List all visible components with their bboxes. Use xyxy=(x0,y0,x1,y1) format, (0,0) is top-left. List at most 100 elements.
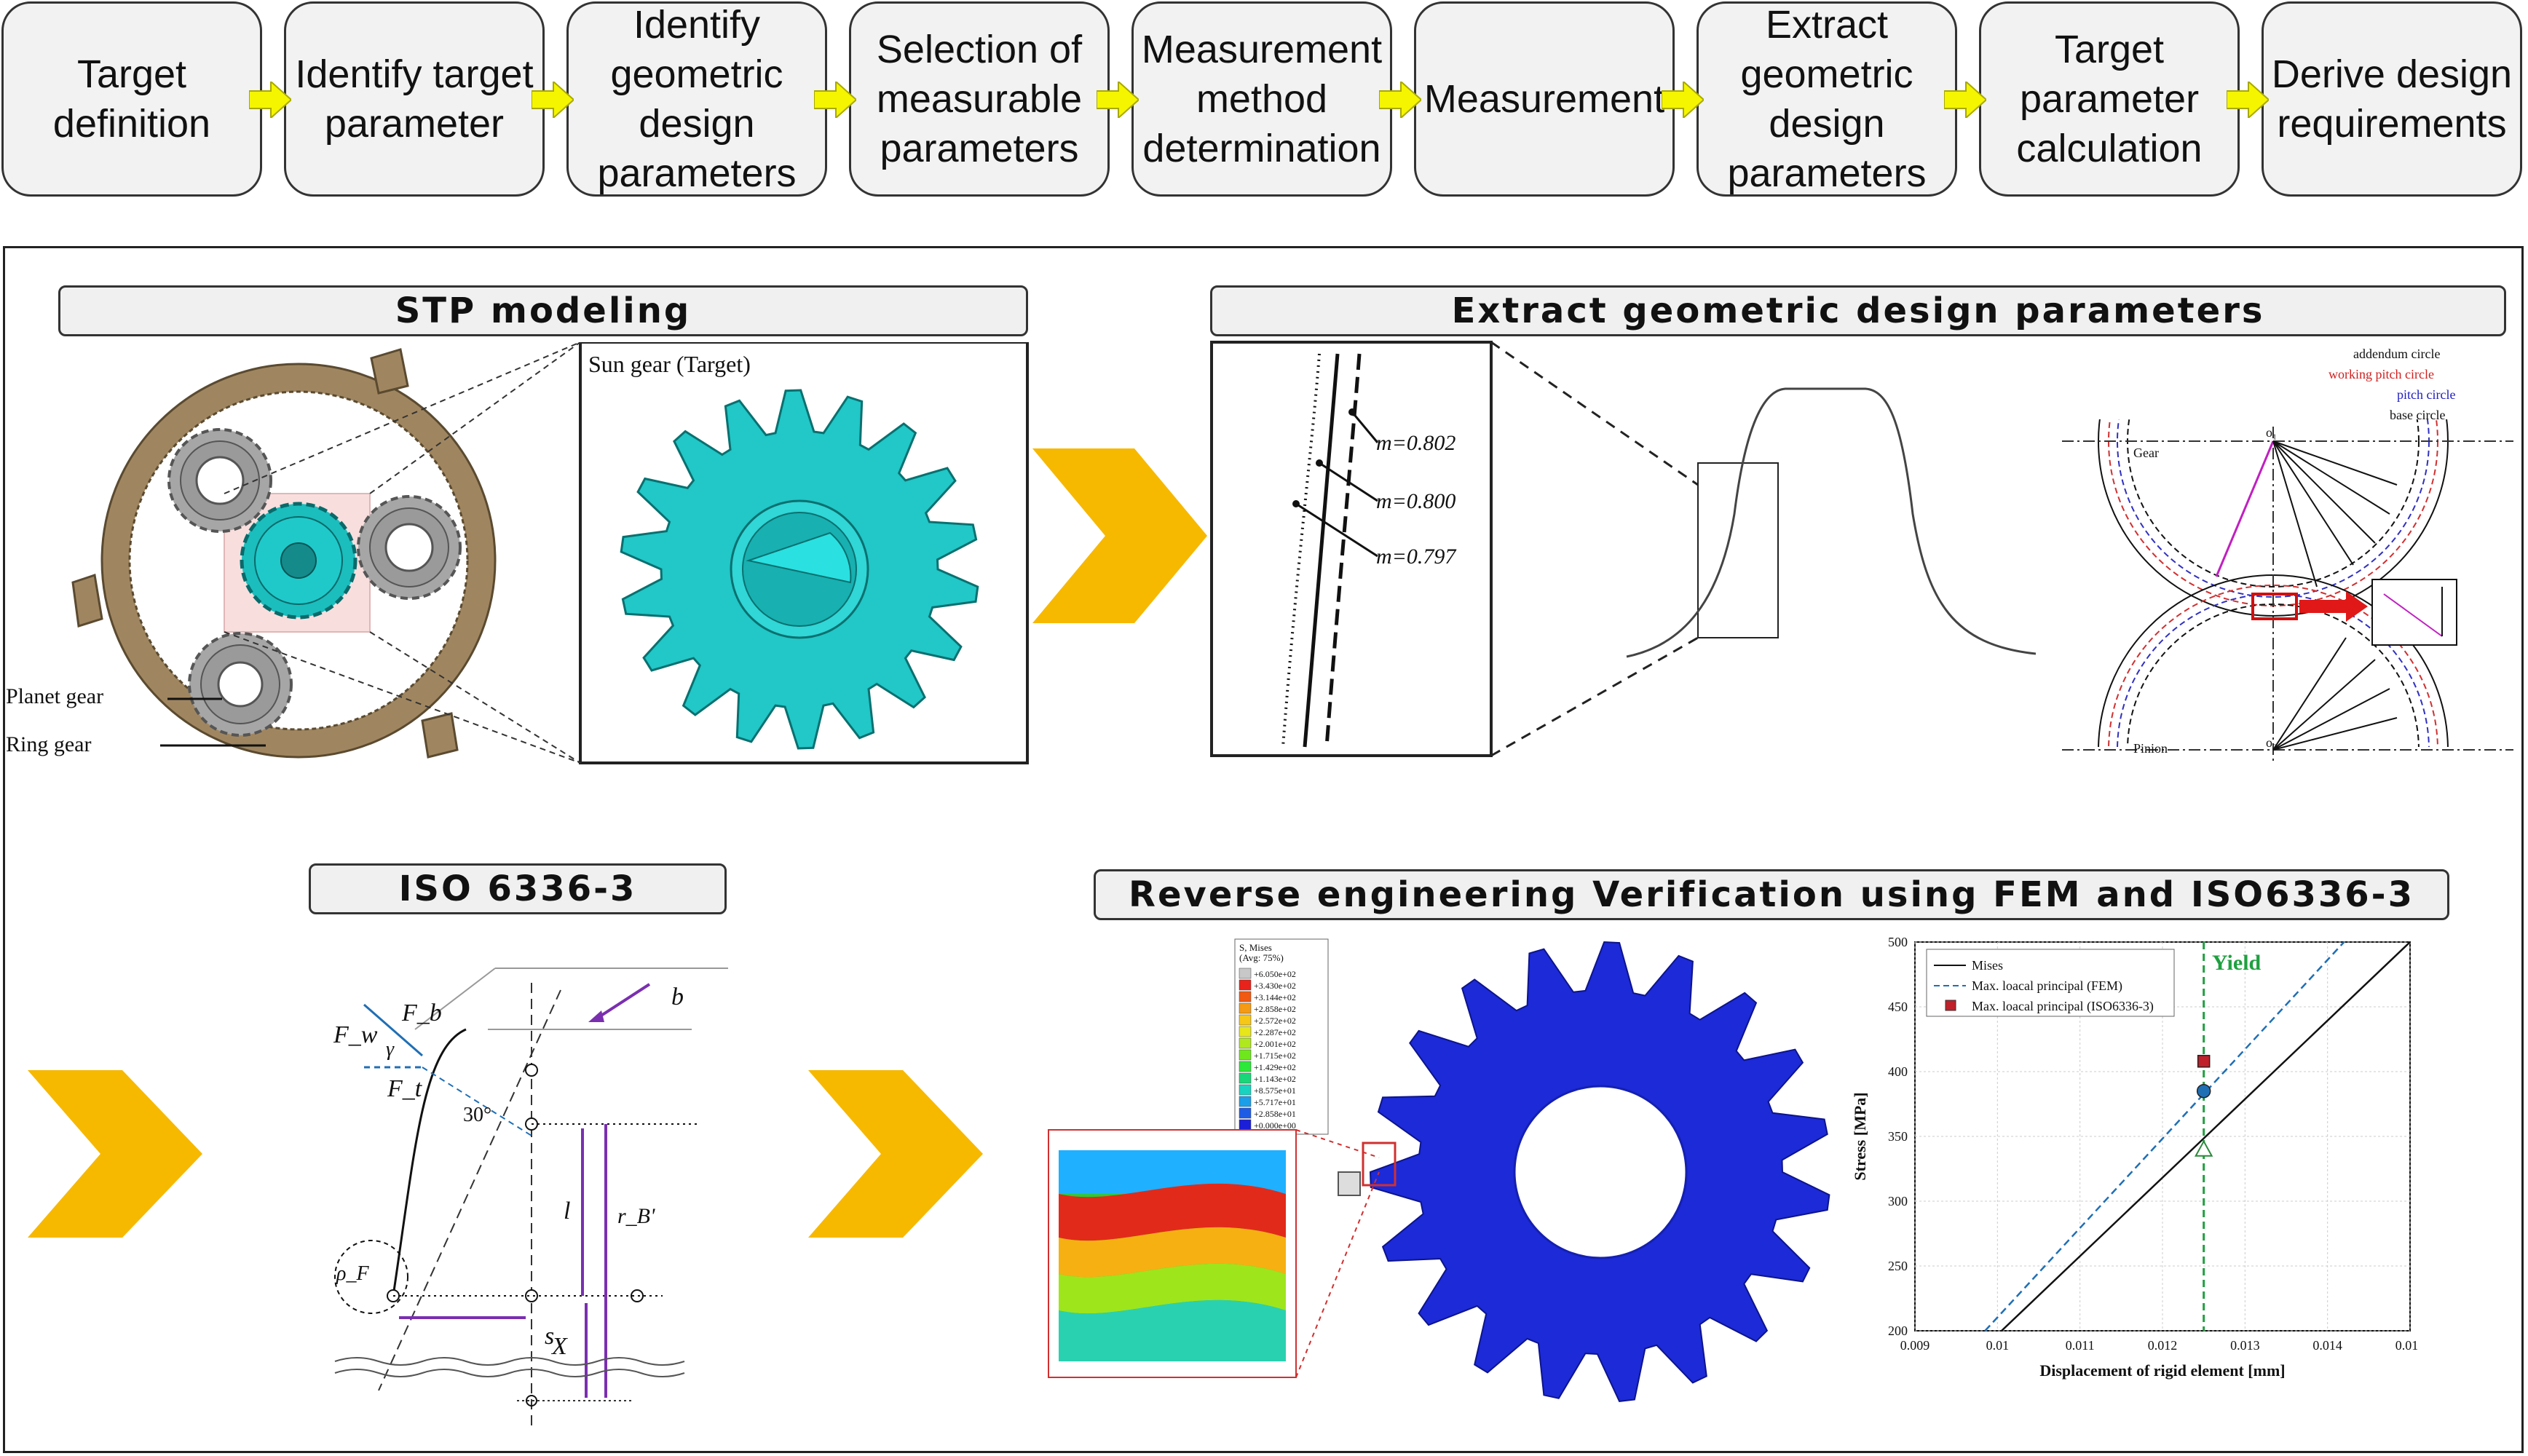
fem-legend-swatch xyxy=(1239,1002,1252,1014)
flow-arrow-icon xyxy=(814,82,856,118)
y-tick-label: 500 xyxy=(1888,935,1908,949)
yield-annotation: Yield xyxy=(2212,951,2262,975)
symbol-x: X xyxy=(550,1333,568,1360)
y-tick-label: 250 xyxy=(1888,1259,1908,1273)
symbol-ft: F_t xyxy=(387,1075,423,1102)
data-point xyxy=(2197,1055,2211,1068)
m-label-1: m=0.802 xyxy=(1376,431,1455,455)
panel-title-stp: STP modeling xyxy=(58,285,1028,336)
flow-arrow-icon xyxy=(1944,82,1986,118)
x-tick-label: 0.013 xyxy=(2230,1338,2260,1353)
flow-arrow-icon xyxy=(249,82,291,118)
profile-measurement-illustration: m=0.802 m=0.800 m=0.797 addendum circle … xyxy=(1210,339,2513,761)
legend-series-iso: Max. loacal principal (ISO6336-3) xyxy=(1972,999,2154,1014)
gear-text: Gear xyxy=(2133,446,2159,460)
legend-addendum: addendum circle xyxy=(2353,347,2440,361)
fem-legend-subtitle: (Avg: 75%) xyxy=(1239,952,1284,963)
fem-legend-swatch xyxy=(1239,1037,1252,1049)
fem-legend-title: S, Mises xyxy=(1239,942,1272,953)
main-panel xyxy=(3,246,2524,1453)
symbol-fb: F_b xyxy=(401,1000,442,1026)
chart-xlabel: Displacement of rigid element [mm] xyxy=(2039,1361,2285,1380)
flow-arrow-icon xyxy=(2227,82,2269,118)
sun-gear-label: Sun gear (Target) xyxy=(588,351,751,377)
symbol-b: b xyxy=(671,984,684,1010)
process-arrow-icon xyxy=(808,1070,983,1238)
data-point xyxy=(2196,1083,2211,1099)
planetary-gear-illustration xyxy=(71,342,1029,764)
y-tick-label: 300 xyxy=(1888,1194,1908,1208)
fem-legend-value: +2.858e+01 xyxy=(1254,1109,1296,1119)
planet-gear-label: Planet gear xyxy=(6,684,104,708)
step-extract-geometric: Extract geometric design parameters xyxy=(1696,1,1957,197)
x-tick-label: 0.015 xyxy=(2395,1338,2417,1353)
y-tick-label: 450 xyxy=(1888,1000,1908,1014)
legend-base: base circle xyxy=(2390,408,2445,422)
fem-legend-swatch xyxy=(1239,1119,1252,1131)
flow-arrow-icon xyxy=(1662,82,1704,118)
flow-arrow-icon xyxy=(1097,82,1139,118)
step-derive-requirements: Derive design requirements xyxy=(2262,1,2522,197)
symbol-gamma: γ xyxy=(386,1038,395,1061)
x-tick-label: 0.014 xyxy=(2312,1338,2342,1353)
fem-legend-value: +8.575e+01 xyxy=(1254,1085,1296,1096)
fem-legend-swatch xyxy=(1239,1061,1252,1072)
y-tick-label: 400 xyxy=(1888,1064,1908,1079)
symbol-l: l xyxy=(564,1198,570,1224)
o1-text: o₁ xyxy=(2266,425,2277,440)
fem-legend-value: +3.430e+02 xyxy=(1254,981,1296,991)
step-selection-measurable: Selection of measurable parameters xyxy=(849,1,1110,197)
fem-legend-swatch xyxy=(1239,1026,1252,1037)
panel-title-iso: ISO 6336-3 xyxy=(309,863,727,914)
x-tick-label: 0.011 xyxy=(2066,1338,2095,1353)
fem-legend-swatch xyxy=(1239,979,1252,991)
step-target-calculation: Target parameter calculation xyxy=(1979,1,2240,197)
fem-legend-value: +1.429e+02 xyxy=(1254,1062,1296,1072)
legend-pitch: pitch circle xyxy=(2397,387,2455,402)
series-line xyxy=(2001,941,2411,1332)
process-arrow-icon xyxy=(28,1070,202,1238)
fem-legend-value: +2.001e+02 xyxy=(1254,1039,1296,1049)
step-identify-geometric-parameters: Identify geometric design parameters xyxy=(566,1,827,197)
step-target-definition: Target definition xyxy=(1,1,262,197)
fem-legend-swatch xyxy=(1239,1072,1252,1084)
step-identify-target-parameter: Identify target parameter xyxy=(284,1,545,197)
data-point xyxy=(2194,1139,2213,1157)
m-label-2: m=0.800 xyxy=(1376,489,1455,513)
legend-series-mises: Mises xyxy=(1972,958,2003,973)
series-line xyxy=(1984,941,2345,1332)
symbol-rhof: ρ_F xyxy=(336,1262,369,1285)
panel-title-extract: Extract geometric design parameters xyxy=(1210,285,2506,336)
symbol-s: s xyxy=(545,1323,554,1350)
y-tick-label: 200 xyxy=(1888,1324,1908,1338)
fem-legend-value: +1.715e+02 xyxy=(1254,1051,1296,1061)
fem-legend-value: +3.144e+02 xyxy=(1254,992,1296,1002)
fem-legend-value: +6.050e+02 xyxy=(1254,969,1296,979)
fem-legend-value: +5.717e+01 xyxy=(1254,1097,1296,1107)
fem-legend-swatch xyxy=(1239,1096,1252,1107)
symbol-angle: 30° xyxy=(463,1104,491,1126)
fem-legend-value: +2.287e+02 xyxy=(1254,1027,1296,1037)
legend-working-pitch: working pitch circle xyxy=(2328,367,2434,381)
process-flow: Target definition Identify target parame… xyxy=(0,0,2528,204)
x-tick-label: 0.012 xyxy=(2148,1338,2178,1353)
o2-text: o₂ xyxy=(2266,735,2277,750)
panel-title-fem: Reverse engineering Verification using F… xyxy=(1094,869,2449,920)
flow-arrow-icon xyxy=(1379,82,1421,118)
x-tick-label: 0.009 xyxy=(1900,1338,1930,1353)
fem-result-illustration: +6.050e+02 +3.430e+02+3.144e+02 +2.858e+02… xyxy=(1048,938,1830,1402)
iso-tooth-root-diagram: F_w F_b F_t γ 30° b l r_B' s X ρ_F xyxy=(333,968,728,1427)
symbol-fw: F_w xyxy=(333,1021,378,1048)
fem-legend-swatch xyxy=(1239,1049,1252,1061)
x-tick-label: 0.01 xyxy=(1986,1338,2010,1353)
step-measurement: Measurement xyxy=(1414,1,1675,197)
legend-series-fem: Max. loacal principal (FEM) xyxy=(1972,978,2122,994)
stress-displacement-chart: 0.009 0.01 0.011 0.012 0.013 0.014 0.015 200 250… xyxy=(1851,935,2417,1380)
pinion-text: Pinion xyxy=(2133,741,2168,756)
fem-legend-swatch xyxy=(1239,1107,1252,1119)
fem-legend-value: +2.572e+02 xyxy=(1254,1016,1296,1026)
m-label-3: m=0.797 xyxy=(1376,545,1457,569)
y-tick-label: 350 xyxy=(1888,1129,1908,1144)
fem-legend-value: +2.858e+02 xyxy=(1254,1004,1296,1014)
fem-legend-swatch xyxy=(1239,1014,1252,1026)
